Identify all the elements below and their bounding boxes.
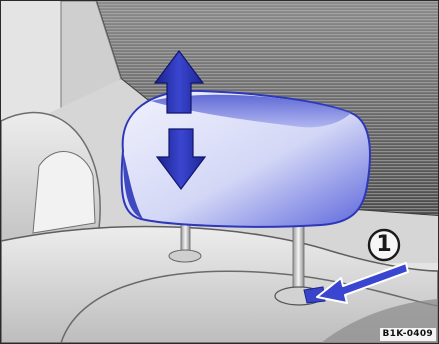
figure-code: B1K-0409 bbox=[380, 328, 437, 341]
callout-number: 1 bbox=[367, 228, 401, 262]
left-headrest bbox=[33, 152, 95, 233]
